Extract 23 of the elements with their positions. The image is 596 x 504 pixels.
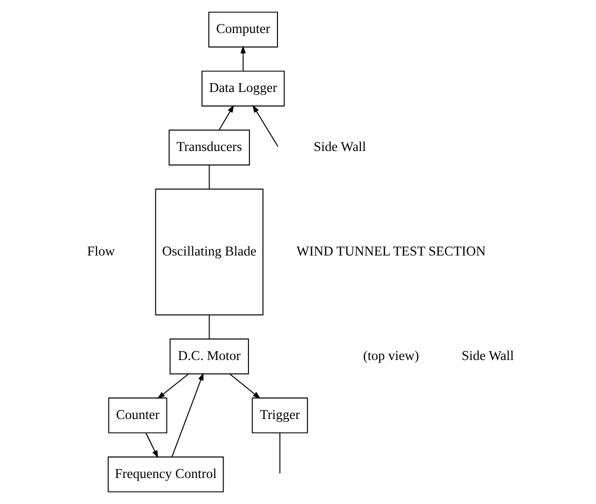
node-box: Trigger bbox=[252, 398, 308, 434]
connector bbox=[279, 432, 280, 474]
label: (top view) bbox=[363, 348, 420, 364]
node-box: Counter bbox=[108, 398, 168, 434]
arrow bbox=[252, 104, 278, 148]
node-box: Oscillating Blade bbox=[155, 188, 264, 316]
label: WIND TUNNEL TEST SECTION bbox=[296, 244, 486, 259]
arrow bbox=[240, 46, 246, 72]
node-box: Transducers bbox=[168, 130, 250, 166]
label: Flow bbox=[87, 244, 115, 259]
connector bbox=[208, 314, 210, 340]
arrow bbox=[218, 104, 234, 130]
label: Side Wall bbox=[462, 348, 514, 364]
arrow bbox=[229, 373, 261, 399]
arrow bbox=[145, 432, 158, 458]
connector bbox=[208, 164, 210, 190]
arrow bbox=[172, 372, 204, 458]
node-box: Computer bbox=[208, 12, 278, 48]
node-box: Frequency Control bbox=[108, 456, 224, 492]
node-box: D.C. Motor bbox=[170, 338, 249, 374]
arrow bbox=[157, 373, 190, 399]
label: Side Wall bbox=[314, 139, 366, 154]
node-box: Data Logger bbox=[202, 70, 285, 106]
